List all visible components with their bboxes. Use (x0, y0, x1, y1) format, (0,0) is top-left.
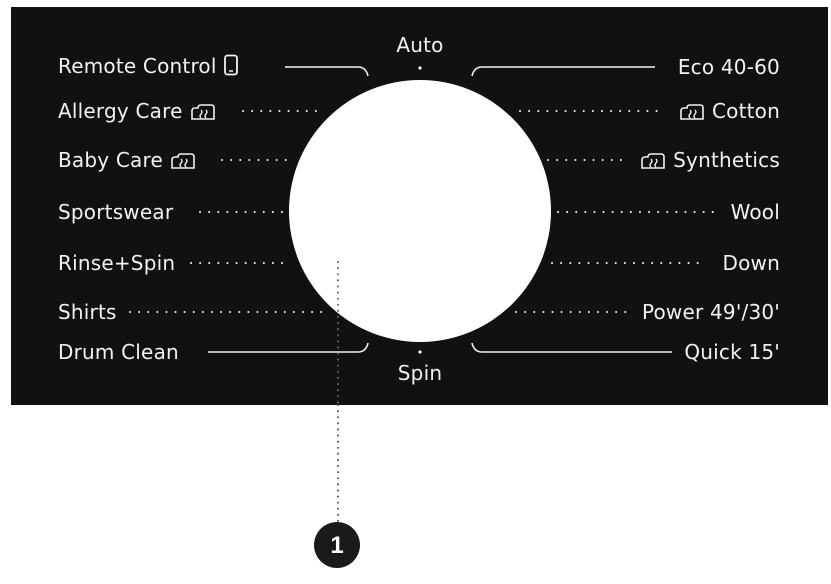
program-baby-care[interactable]: Baby Care (58, 148, 197, 175)
program-label: Rinse+Spin (58, 251, 176, 275)
program-eco-40-60[interactable]: Eco 40-60 (678, 55, 780, 79)
program-rinse-spin[interactable]: Rinse+Spin (58, 251, 175, 275)
program-drum-clean[interactable]: Drum Clean (58, 340, 179, 364)
program-label: Drum Clean (58, 340, 179, 364)
program-cotton[interactable]: Cotton (678, 99, 780, 126)
program-allergy-care[interactable]: Allergy Care (58, 99, 217, 126)
program-sportswear[interactable]: Sportswear (58, 200, 173, 224)
program-down[interactable]: Down (723, 251, 780, 275)
spin-tick-dot (418, 350, 422, 354)
program-label: Allergy Care (58, 99, 183, 123)
remote-control-connector (285, 66, 369, 77)
steam-icon (169, 151, 197, 175)
steam-icon (639, 151, 667, 175)
program-label: Cotton (712, 99, 780, 123)
callout-badge (314, 522, 360, 568)
program-synthetics[interactable]: Synthetics (639, 148, 780, 175)
program-label: Baby Care (58, 148, 163, 172)
program-quick-15[interactable]: Quick 15' (684, 340, 780, 364)
program-label: Eco 40-60 (677, 55, 780, 79)
program-label: Synthetics (673, 148, 780, 172)
steam-icon (678, 102, 706, 126)
callout-number: 1 (330, 532, 343, 559)
program-wool[interactable]: Wool (731, 200, 780, 224)
steam-icon (189, 102, 217, 126)
program-label: Wool (730, 200, 780, 224)
program-dial[interactable] (289, 80, 551, 342)
quick-connector (471, 342, 672, 353)
program-label: Quick 15' (684, 340, 780, 364)
program-power[interactable]: Power 49'/30' (642, 300, 780, 324)
eco-connector (471, 66, 655, 77)
program-label: Shirts (58, 300, 117, 324)
program-label: Down (722, 251, 780, 275)
program-remote-control[interactable]: Remote Control (58, 54, 239, 81)
program-shirts[interactable]: Shirts (58, 300, 117, 324)
program-label: Power 49'/30' (641, 300, 780, 324)
program-label: Sportswear (58, 200, 174, 224)
spin-label[interactable]: Spin (397, 361, 443, 385)
drum-clean-connector (208, 342, 369, 353)
auto-label[interactable]: Auto (396, 33, 444, 57)
program-label: Remote Control (58, 54, 217, 78)
phone-icon (223, 54, 239, 81)
auto-tick-dot (418, 66, 422, 70)
